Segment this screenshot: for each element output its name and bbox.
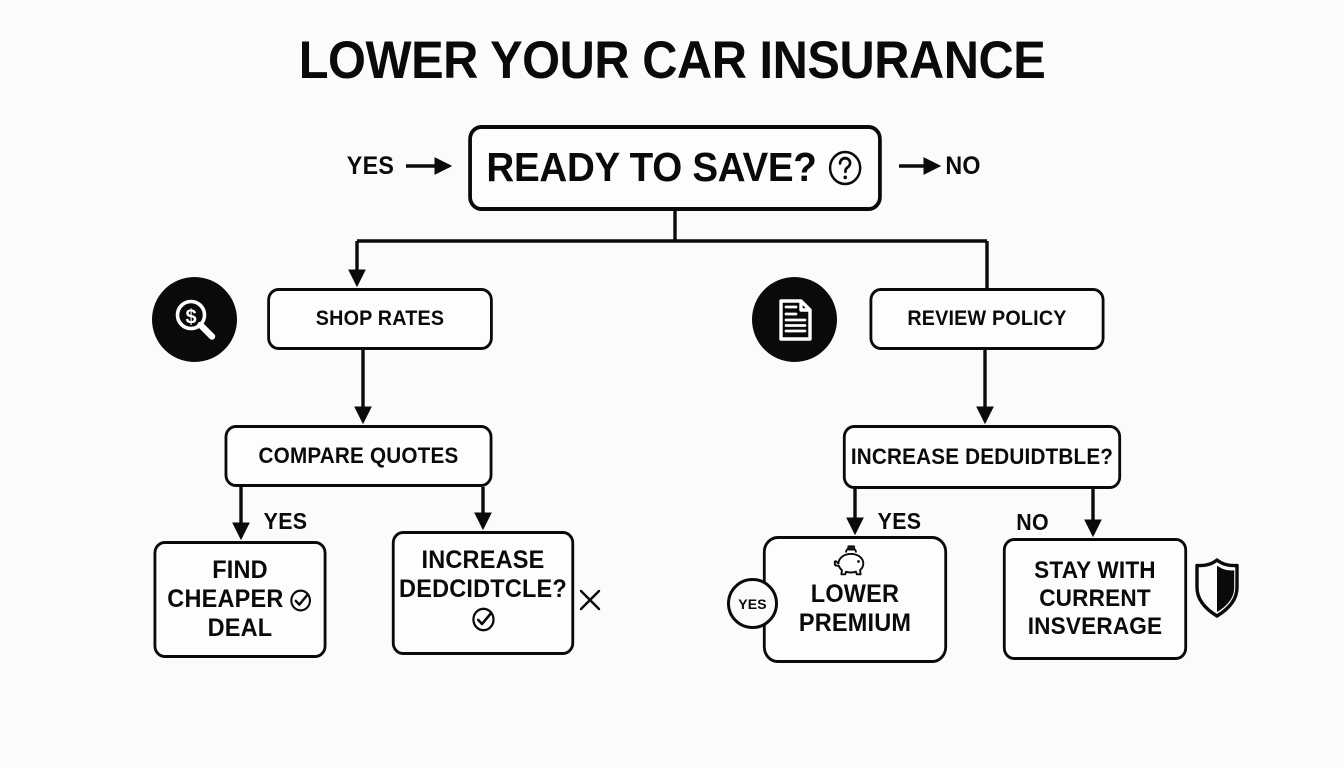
node-increase-deductible-left-line1: INCREASE	[421, 546, 545, 574]
document-icon	[752, 277, 837, 362]
node-shop-rates-label: SHOP RATES	[315, 306, 445, 330]
node-shop-rates[interactable]: SHOP RATES	[267, 288, 493, 350]
node-ready-to-save[interactable]: READY TO SAVE?	[468, 125, 882, 211]
node-ready-to-save-label: READY TO SAVE?	[486, 144, 817, 191]
node-compare-quotes-label: COMPARE QUOTES	[258, 443, 459, 469]
x-mark-icon	[576, 586, 604, 622]
node-lower-premium-line2: PREMIUM	[798, 608, 912, 637]
node-increase-deductible-left-text: INCREASE DEDCIDTCLE?	[399, 546, 567, 640]
node-increase-deductible-left-line2: DEDCIDTCLE?	[399, 575, 567, 603]
node-find-cheaper-deal-line1: FIND	[212, 556, 268, 584]
node-compare-quotes[interactable]: COMPARE QUOTES	[224, 425, 493, 487]
node-lower-premium-text: LOWER PREMIUM	[799, 580, 911, 638]
node-find-cheaper-deal[interactable]: FIND CHEAPER DEAL	[153, 541, 327, 658]
node-increase-deductible-left[interactable]: INCREASE DEDCIDTCLE?	[391, 531, 575, 655]
piggy-bank-icon	[832, 545, 872, 584]
edge-label-yes-compare: YES	[263, 508, 308, 534]
node-stay-with-current-text: STAY WITH CURRENT INSVERAGE	[1028, 557, 1163, 640]
node-stay-with-current-line1: STAY WITH	[1034, 557, 1156, 585]
node-increase-deductible-right[interactable]: INCREASE DEDUIDTBLE?	[842, 425, 1122, 489]
node-find-cheaper-deal-line2-row: CHEAPER	[167, 585, 312, 613]
node-stay-with-current-line3: INSVERAGE	[1027, 612, 1163, 640]
node-review-policy[interactable]: REVIEW POLICY	[869, 288, 1105, 350]
edge-label-no-top: NO	[945, 152, 981, 180]
node-lower-premium[interactable]: LOWER PREMIUM	[762, 536, 948, 663]
page-title: LOWER YOUR CAR INSURANCE	[298, 31, 1046, 90]
node-review-policy-label: REVIEW POLICY	[907, 306, 1067, 330]
node-stay-with-current-line2: CURRENT	[1039, 585, 1151, 613]
edge-label-yes-top: YES	[346, 152, 395, 180]
node-find-cheaper-deal-line3: DEAL	[207, 614, 273, 642]
yes-badge-label: YES	[738, 595, 767, 612]
question-circle-icon	[826, 148, 864, 188]
node-find-cheaper-deal-line2: CHEAPER	[167, 585, 284, 613]
magnifier-dollar-icon: $	[152, 277, 237, 362]
node-lower-premium-line1: LOWER	[810, 579, 900, 608]
check-circle-icon	[470, 606, 495, 633]
yes-badge: YES	[727, 578, 778, 629]
node-find-cheaper-deal-text: FIND CHEAPER DEAL	[167, 556, 312, 643]
edge-label-yes-deductible: YES	[877, 508, 922, 534]
edge-label-no-deductible: NO	[1016, 509, 1049, 535]
node-stay-with-current[interactable]: STAY WITH CURRENT INSVERAGE	[1002, 538, 1188, 660]
shield-icon	[1190, 556, 1244, 625]
check-circle-icon	[289, 588, 313, 613]
svg-text:$: $	[185, 306, 196, 328]
node-increase-deductible-right-label: INCREASE DEDUIDTBLE?	[850, 444, 1114, 470]
